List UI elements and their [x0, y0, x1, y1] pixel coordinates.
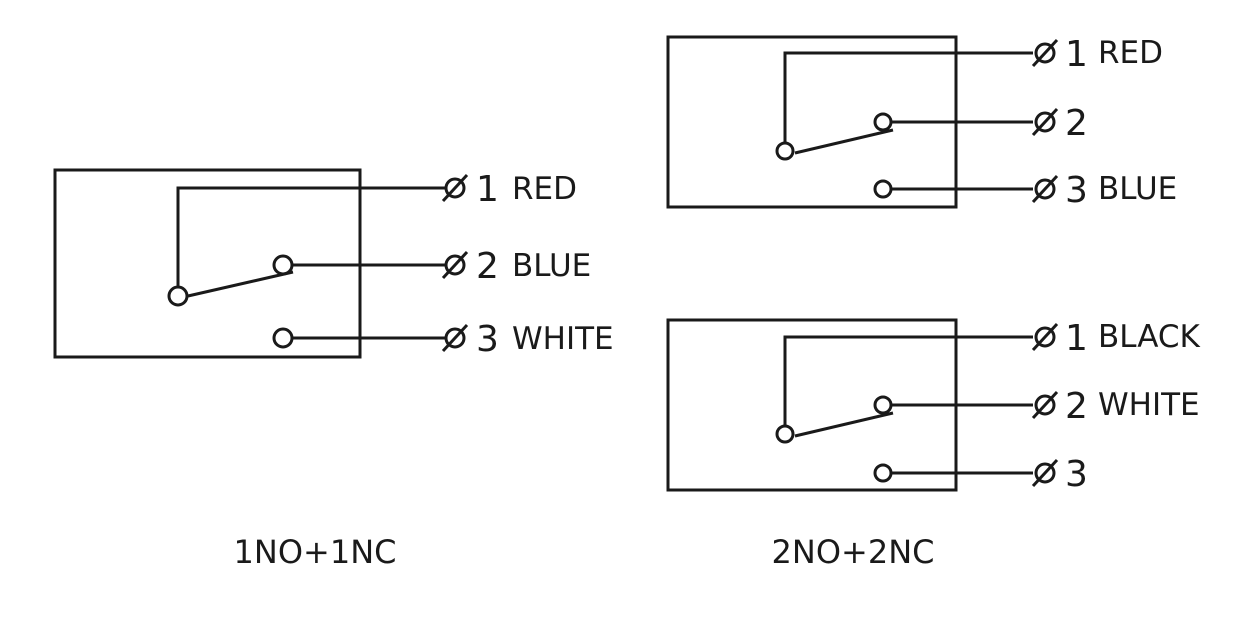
terminal-slash-icon: [441, 250, 469, 280]
contact-2-icon: [873, 395, 893, 415]
terminal-3: 3 BLUE: [1031, 170, 1177, 211]
wire-color-label: BLUE: [1098, 171, 1177, 207]
terminal-1: 1 BLACK: [1031, 318, 1201, 359]
wire-color-label: WHITE: [512, 321, 614, 357]
terminal-slash-icon: [441, 323, 469, 353]
wire-color-label: BLACK: [1098, 319, 1201, 355]
wire-color-label: BLUE: [512, 248, 591, 284]
common-contact-icon: [167, 285, 189, 307]
terminal-number: 3: [476, 319, 499, 360]
common-wire: [783, 51, 1033, 145]
terminal-slash-icon: [441, 173, 469, 203]
terminal-number: 2: [1065, 103, 1088, 144]
switch-lever: [794, 128, 894, 155]
wire-color-label: WHITE: [1098, 387, 1200, 423]
switch-lever: [794, 411, 894, 438]
terminal-number: 1: [1065, 318, 1088, 359]
common-contact-icon: [775, 424, 795, 444]
contact-3-icon: [873, 179, 893, 199]
terminal-slash-icon: [1031, 322, 1059, 352]
terminal-slash-icon: [1031, 107, 1059, 137]
wire-color-label: RED: [512, 171, 577, 207]
terminal-number: 3: [1065, 454, 1088, 495]
diagram-caption: 1NO+1NC: [234, 533, 397, 571]
common-wire: [783, 335, 1033, 428]
terminal-1: 1 RED: [1031, 34, 1163, 75]
terminal-slash-icon: [1031, 458, 1059, 488]
contact-3-icon: [873, 463, 893, 483]
terminal-2: 2 WHITE: [1031, 386, 1200, 427]
switch-lever: [187, 270, 294, 298]
contact-2-icon: [272, 254, 294, 276]
terminal-2: 2: [1031, 103, 1088, 144]
terminal-number: 2: [1065, 386, 1088, 427]
terminal-slash-icon: [1031, 174, 1059, 204]
contact-2-icon: [873, 112, 893, 132]
switch-2no2nc-top: 1 RED 2 3 BLUE: [666, 34, 1177, 211]
terminal-number: 2: [476, 246, 499, 287]
common-wire: [176, 186, 445, 292]
terminal-number: 3: [1065, 170, 1088, 211]
terminal-3: 3 WHITE: [441, 319, 614, 360]
diagram-caption: 2NO+2NC: [772, 533, 935, 571]
wire-color-label: RED: [1098, 35, 1163, 71]
switch-2no2nc-bottom: 1 BLACK 2 WHITE 3 2NO+2NC: [666, 318, 1201, 571]
terminal-slash-icon: [1031, 390, 1059, 420]
switch-1no1nc: 1 RED 2 BLUE 3 WHITE 1NO+1NC: [53, 168, 614, 571]
terminal-number: 1: [1065, 34, 1088, 75]
terminal-2: 2 BLUE: [441, 246, 591, 287]
terminal-number: 1: [476, 169, 499, 210]
contact-3-icon: [272, 327, 294, 349]
terminal-slash-icon: [1031, 38, 1059, 68]
common-contact-icon: [775, 141, 795, 161]
terminal-1: 1 RED: [441, 169, 577, 210]
terminal-3: 3: [1031, 454, 1088, 495]
